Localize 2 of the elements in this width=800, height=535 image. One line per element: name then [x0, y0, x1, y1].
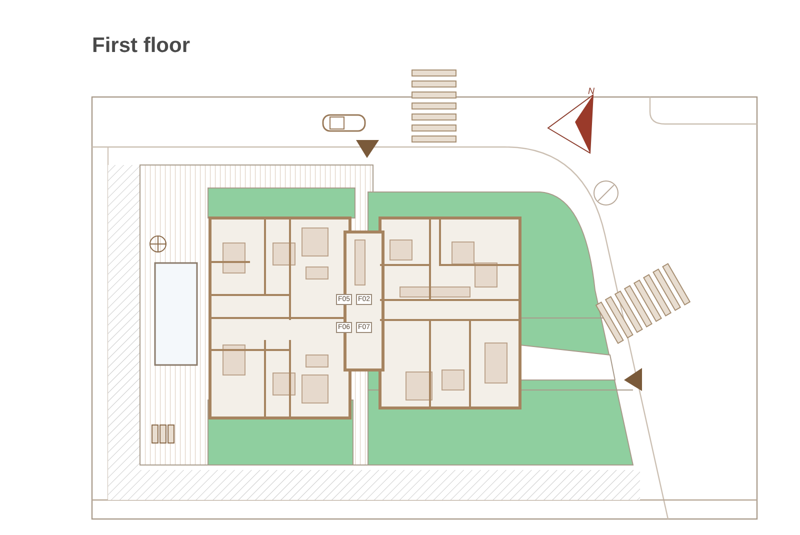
title: First floor [92, 34, 190, 58]
north-label: N [588, 86, 594, 96]
